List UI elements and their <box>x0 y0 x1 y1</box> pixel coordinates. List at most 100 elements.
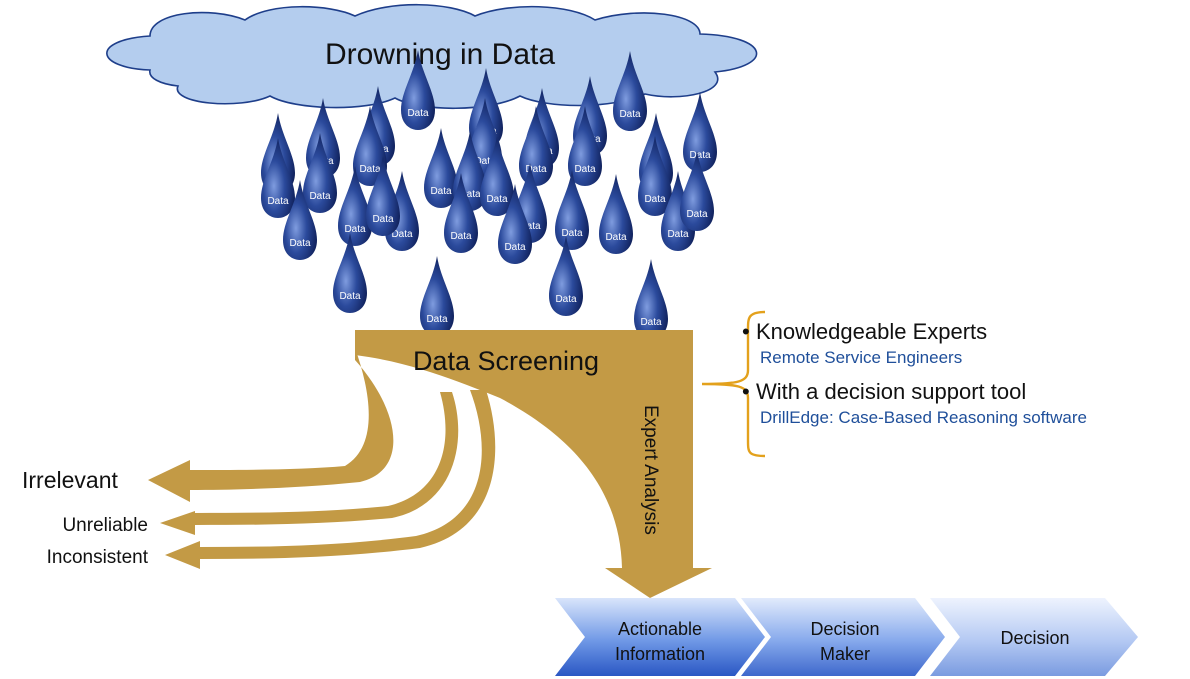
chevron-2-line2: Maker <box>820 644 870 664</box>
drop-shape <box>338 166 372 246</box>
drop-shape <box>519 106 553 186</box>
drop-label: Data <box>289 238 311 249</box>
data-drop: Data <box>444 173 478 253</box>
drop-label: Data <box>574 164 596 175</box>
drop-shape <box>420 256 454 336</box>
chevron-actionable-information <box>555 598 765 676</box>
drop-label: Data <box>605 232 627 243</box>
bracket <box>701 310 766 458</box>
data-drop: Data <box>599 174 633 254</box>
drop-shape <box>283 180 317 260</box>
chevron-1-line1: Actionable <box>618 619 702 639</box>
drop-shape <box>480 136 514 216</box>
data-drop: Data <box>555 170 589 250</box>
data-drop: Data <box>661 171 695 251</box>
drop-shape <box>634 259 668 339</box>
bullet-item-2: •With a decision support tool <box>742 378 1182 406</box>
drop-label: Data <box>519 221 541 232</box>
bullet-2-subtext: DrillEdge: Case-Based Reasoning software <box>760 408 1087 427</box>
expert-analysis-label: Expert Analysis <box>640 405 661 535</box>
chevron-decision <box>930 598 1138 676</box>
drop-label: Data <box>344 224 366 235</box>
funnel-body <box>355 330 712 598</box>
drop-shape <box>353 106 387 186</box>
screening-label: Data Screening <box>413 346 599 376</box>
drop-label: Data <box>474 156 496 167</box>
drop-label: Data <box>426 314 448 325</box>
drop-shape <box>638 136 672 216</box>
data-drop: Data <box>638 136 672 216</box>
data-drop: Data <box>283 180 317 260</box>
bullet-1-text: Knowledgeable Experts <box>756 319 988 344</box>
drop-shape <box>366 156 400 236</box>
drop-label: Data <box>555 294 577 305</box>
inconsistent-arrow <box>165 390 496 569</box>
data-drop: Data <box>683 92 717 172</box>
screening-funnel <box>148 330 712 598</box>
drop-shape <box>661 171 695 251</box>
drop-shape <box>555 170 589 250</box>
chevron-1-line2: Information <box>615 644 705 664</box>
process-chevrons: Actionable Information Decision Maker De… <box>555 598 1138 676</box>
drop-label: Data <box>339 291 361 302</box>
drop-label: Data <box>359 164 381 175</box>
drop-label: Data <box>309 191 331 202</box>
drop-label: Data <box>686 209 708 220</box>
data-drop: Data <box>261 138 295 218</box>
bullet-1-subtext: Remote Service Engineers <box>760 348 963 367</box>
drop-label: Data <box>689 150 711 161</box>
drop-label: Data <box>407 108 429 119</box>
drop-shape <box>683 92 717 172</box>
drop-label: Data <box>430 186 452 197</box>
data-drop: Data <box>424 128 458 208</box>
data-drop: Data <box>519 106 553 186</box>
drop-label: Data <box>267 196 289 207</box>
chevron-decision-maker <box>741 598 945 676</box>
data-drop: Data <box>401 50 435 130</box>
bullet-2-text: With a decision support tool <box>756 379 1027 404</box>
data-drop: Data <box>353 106 387 186</box>
drop-label: Data <box>459 189 481 200</box>
chevron-2-line1: Decision <box>810 619 879 639</box>
drop-shape <box>424 128 458 208</box>
drop-label: Data <box>391 229 413 240</box>
drop-label: Data <box>450 231 472 242</box>
data-drop: Data <box>634 259 668 339</box>
bullet-dot: • <box>742 379 750 404</box>
data-drop: Data <box>549 236 583 316</box>
cloud-shape <box>106 3 758 110</box>
irrelevant-arrow <box>148 348 394 502</box>
data-drop: Data <box>680 151 714 231</box>
data-drop: Data <box>303 133 337 213</box>
drop-shape <box>444 173 478 253</box>
drop-shape <box>549 236 583 316</box>
drop-shape <box>333 233 367 313</box>
drop-shape <box>680 151 714 231</box>
drop-label: Data <box>486 194 508 205</box>
drop-shape <box>568 106 602 186</box>
cloud-title: Drowning in Data <box>325 38 555 71</box>
drop-label: Data <box>640 317 662 328</box>
data-drop: Data <box>613 51 647 131</box>
drop-shape <box>401 50 435 130</box>
drop-shape <box>261 138 295 218</box>
unreliable-arrow <box>160 392 459 535</box>
drop-shape <box>613 51 647 131</box>
unreliable-label: Unreliable <box>62 515 148 536</box>
drop-shape <box>303 133 337 213</box>
data-drop: Data <box>333 233 367 313</box>
drop-label: Data <box>619 109 641 120</box>
data-drop: Data <box>498 184 532 264</box>
drop-label: Data <box>667 229 689 240</box>
drop-label: Data <box>525 164 547 175</box>
chevron-3-line1: Decision <box>1000 628 1069 648</box>
drop-label: Data <box>504 242 526 253</box>
drop-label: Data <box>372 214 394 225</box>
cloud: Drowning in Data <box>106 3 758 110</box>
drop-label: Data <box>644 194 666 205</box>
irrelevant-label: Irrelevant <box>22 467 118 493</box>
data-drop: Data <box>366 156 400 236</box>
drop-shape <box>498 184 532 264</box>
